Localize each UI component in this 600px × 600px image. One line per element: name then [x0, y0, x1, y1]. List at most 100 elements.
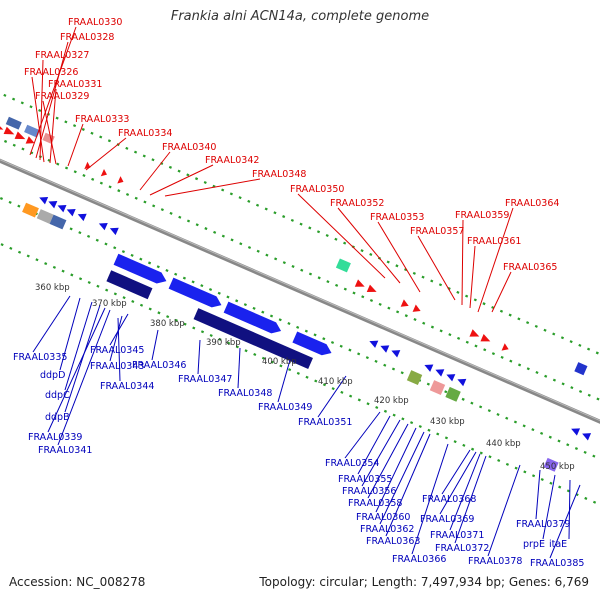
reverse-gene-arrow: [66, 209, 76, 217]
reverse-gene-label: ddpD: [40, 370, 65, 381]
leader-line: [85, 137, 127, 171]
forward-gene-arrow: [412, 304, 421, 312]
reverse-gene-arrow: [57, 205, 67, 213]
forward-gene-label: FRAAL0352: [330, 198, 384, 209]
reverse-gene-label: FRAAL0349: [258, 402, 312, 413]
forward-gene-label: FRAAL0348: [252, 169, 306, 180]
reverse-gene-label: FRAAL0371: [430, 530, 484, 541]
forward-gene-label: FRAAL0326: [24, 67, 78, 78]
leader-line: [109, 313, 129, 346]
leader-line: [377, 221, 421, 293]
forward-gene-label: FRAAL0350: [290, 184, 344, 195]
scale-tick-label: 380 kbp: [150, 319, 185, 329]
reverse-gene-label: FRAAL0348: [218, 388, 272, 399]
reverse-gene-label: FRAAL0378: [468, 556, 522, 567]
reverse-gene-arrow: [582, 433, 592, 441]
forward-gene-label: FRAAL0327: [35, 50, 89, 61]
gene-block: [5, 116, 22, 130]
reverse-gene-label: FRAAL0360: [356, 512, 410, 523]
forward-gene-label: FRAAL0334: [118, 128, 172, 139]
reverse-gene-label: ddpB: [45, 412, 70, 423]
gene-block: [543, 457, 559, 472]
forward-gene-arrow: [100, 168, 107, 177]
leader-line: [417, 235, 456, 301]
dark-gene-block: [193, 308, 313, 369]
reverse-gene-label: FRAAL0356: [342, 486, 396, 497]
leader-line: [454, 455, 487, 544]
backbone-line: [0, 123, 600, 478]
gene-block: [429, 380, 446, 396]
leader-line: [461, 219, 464, 306]
leader-line: [385, 433, 431, 537]
leader-line: [277, 359, 291, 403]
reverse-gene-label: FRAAL0379: [516, 519, 570, 530]
reverse-gene-arrow: [424, 364, 434, 372]
gene-block: [445, 386, 461, 402]
reverse-gene-arrow: [571, 428, 581, 436]
leader-line: [29, 26, 77, 156]
gene-block: [49, 214, 67, 230]
gene-block: [36, 209, 54, 224]
scale-tick-label: 430 kbp: [430, 417, 465, 427]
scale-tick-label: 370 kbp: [92, 299, 127, 309]
leader-line: [477, 207, 514, 313]
forward-gene-arrow: [14, 131, 26, 140]
forward-gene-arrow: [25, 136, 35, 144]
forward-gene-label: FRAAL0342: [205, 155, 259, 166]
forward-gene-arrow: [366, 284, 377, 292]
dark-gene-block: [106, 270, 153, 300]
reverse-gene-arrow: [39, 197, 49, 205]
leader-line: [164, 178, 261, 197]
leader-line: [64, 304, 101, 413]
forward-gene-label: FRAAL0331: [48, 79, 102, 90]
gene-block: [42, 132, 55, 145]
reverse-gene-label: FRAAL0347: [178, 374, 232, 385]
leader-line: [297, 193, 386, 279]
leader-line: [149, 164, 214, 196]
leader-line: [441, 449, 471, 495]
leader-line: [237, 347, 241, 389]
reverse-gene-label: FRAAL0372: [435, 543, 489, 554]
reverse-gene-label: FRAAL0358: [348, 498, 402, 509]
reverse-strand-gene: [168, 277, 222, 308]
forward-gene-arrow: [469, 329, 480, 337]
forward-gene-arrow: [354, 279, 365, 287]
gene-block: [335, 258, 351, 273]
leader-line: [49, 88, 57, 164]
leader-line: [549, 484, 581, 559]
forward-gene-arrow: [480, 334, 491, 342]
leader-line: [542, 474, 556, 540]
reverse-gene-arrow: [98, 222, 108, 231]
forward-gene-label: FRAAL0353: [370, 212, 424, 223]
reverse-gene-label: FRAAL0344: [100, 381, 154, 392]
leader-line: [197, 339, 201, 375]
leader-line: [317, 375, 347, 418]
scale-tick-label: 420 kbp: [374, 396, 409, 406]
reverse-strand-gene: [292, 331, 332, 356]
forward-gene-arrow: [3, 126, 15, 135]
reverse-gene-label: FRAAL0362: [360, 524, 414, 535]
forward-gene-label: FRAAL0364: [505, 198, 559, 209]
reverse-gene-label: FRAAL0339: [28, 432, 82, 443]
leader-line: [469, 245, 476, 309]
leader-line: [491, 271, 512, 313]
leader-line: [487, 464, 521, 557]
leader-line: [31, 76, 45, 163]
reverse-gene-label: FRAAL0355: [338, 474, 392, 485]
reverse-gene-label: FRAAL0366: [392, 554, 446, 565]
reverse-gene-label: FRAAL0343: [90, 361, 144, 372]
leader-line: [439, 451, 477, 515]
forward-gene-arrow: [117, 176, 124, 184]
leader-line: [59, 297, 81, 371]
reverse-gene-label: FRAAL0369: [420, 514, 474, 525]
leader-line: [139, 151, 171, 191]
gene-block: [406, 370, 423, 386]
reverse-gene-label: itaE: [549, 539, 567, 550]
leader-line: [39, 59, 44, 161]
reverse-gene-label: FRAAL0346: [132, 360, 186, 371]
scale-tick-label: 360 kbp: [35, 283, 70, 293]
map-title: Frankia alni ACN14a, complete genome: [170, 9, 430, 24]
forward-gene-label: FRAAL0333: [75, 114, 129, 125]
forward-gene-label: FRAAL0365: [503, 262, 557, 273]
